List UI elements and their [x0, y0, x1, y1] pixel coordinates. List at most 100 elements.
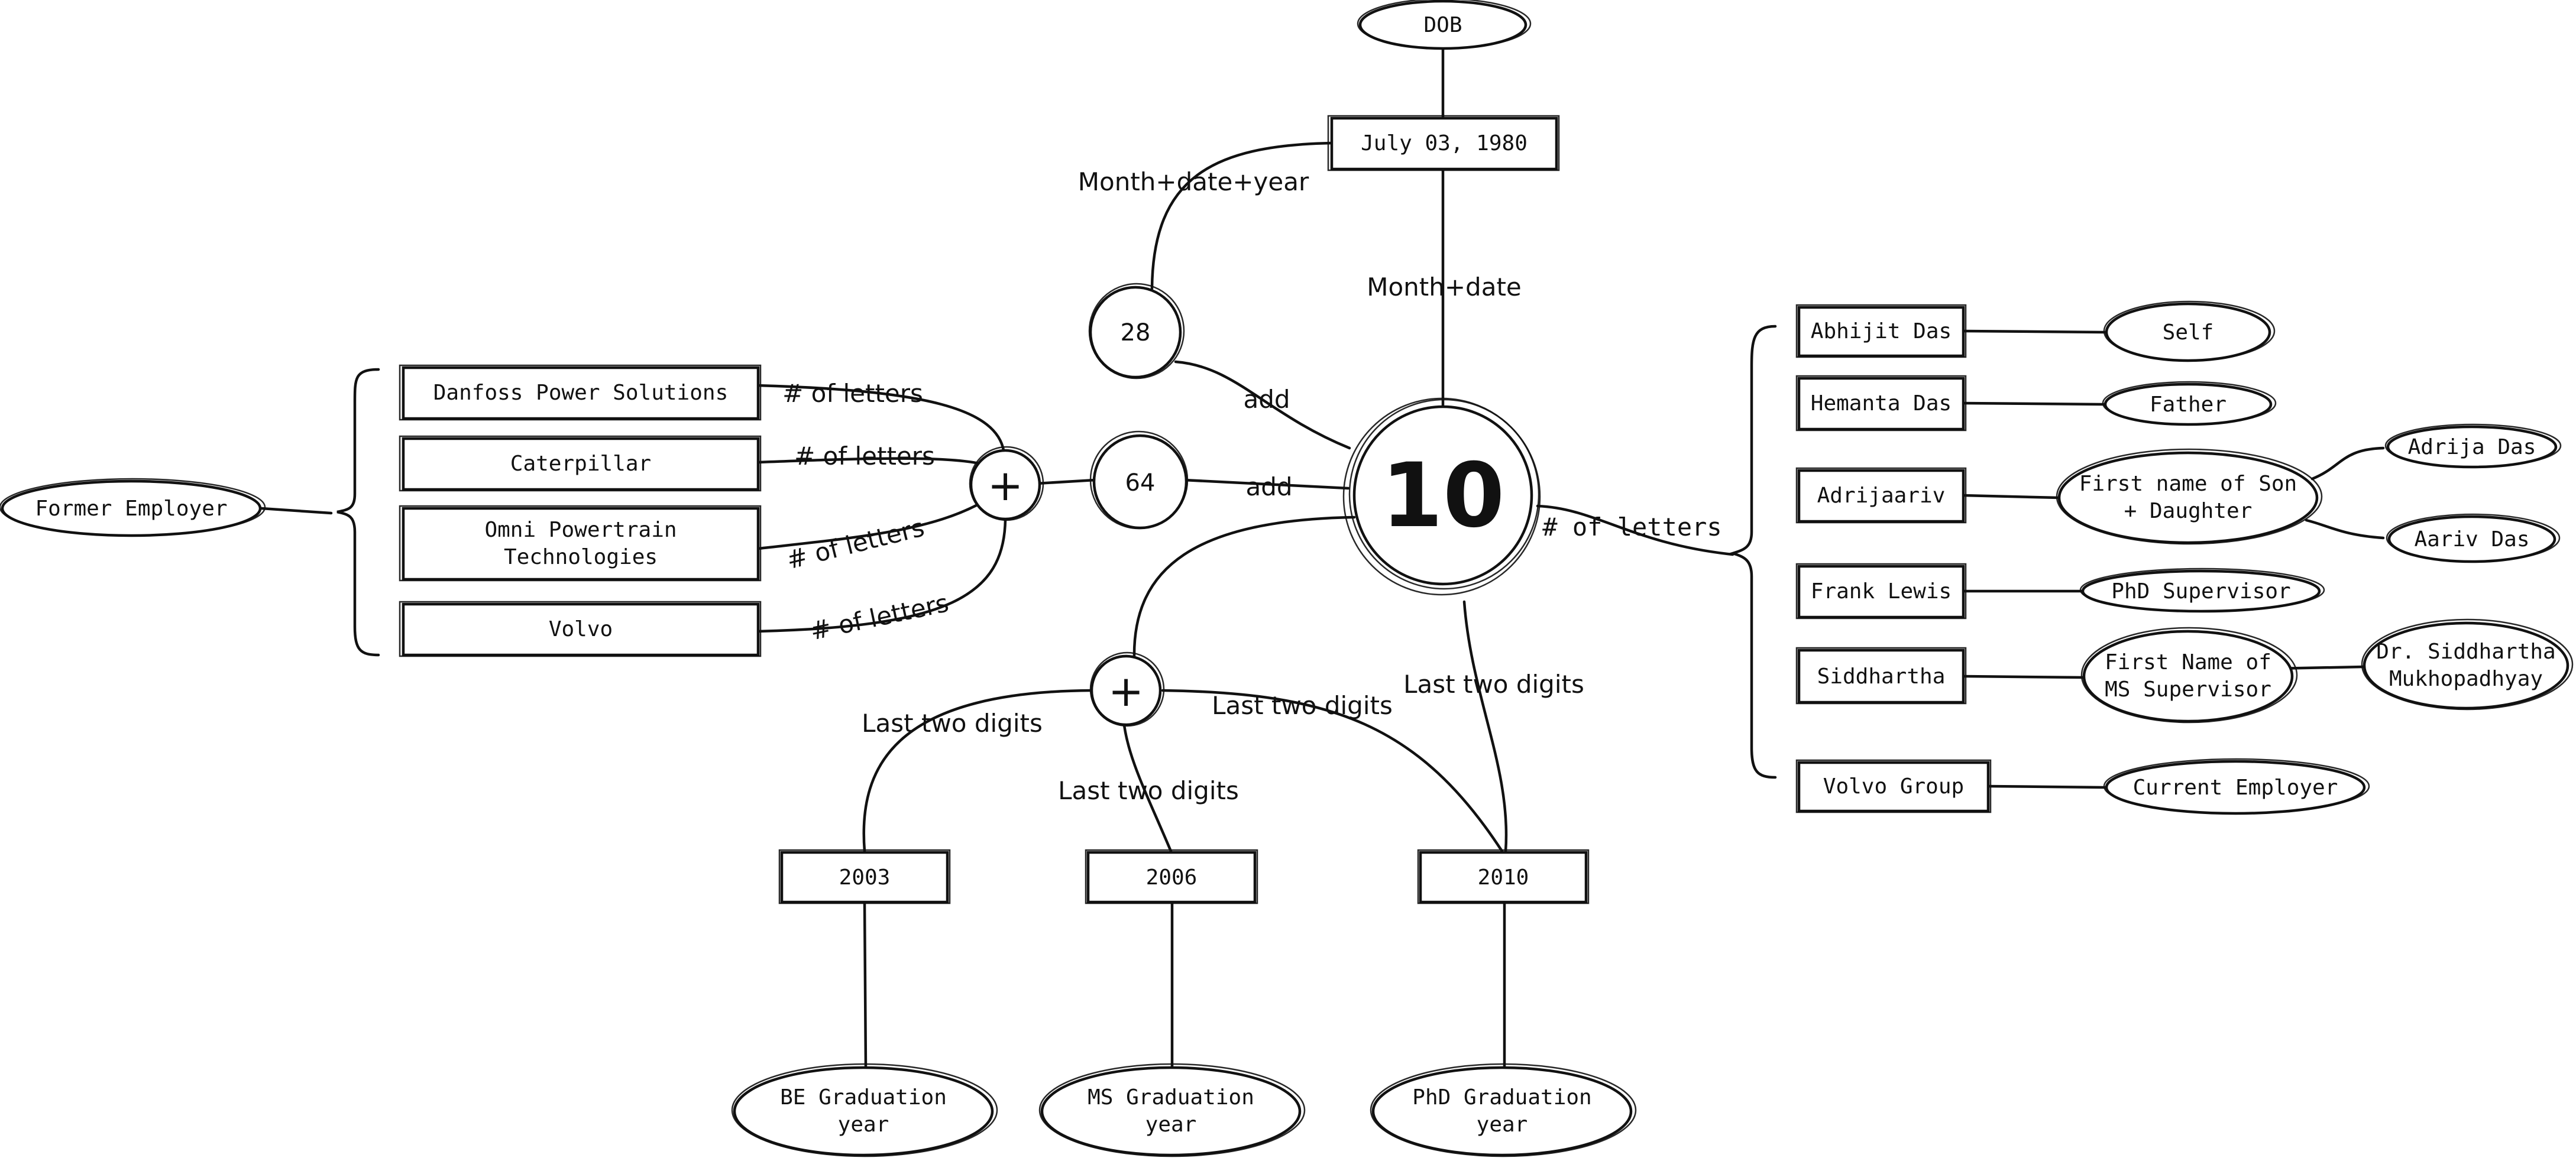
- node-relation-father[interactable]: Father: [2102, 381, 2277, 426]
- node-dob-label: DOB: [1423, 13, 1462, 37]
- node-child-siddhartha-full[interactable]: Dr. Siddhartha Mukhopadhyay: [2361, 618, 2574, 711]
- node-child-aariv[interactable]: Aariv Das: [2386, 513, 2561, 563]
- node-name-volvo-group-label: Volvo Group: [1823, 774, 1964, 799]
- node-relation-ms-supervisor-label: First Name of MS Supervisor: [2105, 650, 2271, 702]
- node-name-hemanta[interactable]: Hemanta Das: [1795, 375, 1967, 432]
- node-employer-volvo-label: Volvo: [549, 617, 613, 641]
- node-employer-volvo[interactable]: Volvo: [399, 601, 762, 657]
- edge-label-last-two-center: Last two digits: [1403, 670, 1584, 699]
- node-graduation-plus[interactable]: +: [1089, 651, 1165, 727]
- node-former-employer-label: Former Employer: [35, 497, 227, 521]
- node-sum-28[interactable]: 28: [1088, 283, 1185, 380]
- node-employers-plus-label: +: [988, 460, 1023, 510]
- edge-siddhartha-ms: [1962, 674, 2085, 679]
- employers-brace: [336, 368, 380, 657]
- edge-label-last-two-2010: Last two digits: [1212, 691, 1393, 720]
- node-name-volvo-group[interactable]: Volvo Group: [1795, 759, 1992, 813]
- node-relation-son-daughter[interactable]: First name of Son + Daughter: [2056, 448, 2323, 545]
- node-center-value: 10: [1381, 445, 1505, 547]
- node-relation-father-label: Father: [2150, 393, 2227, 417]
- node-be-graduation[interactable]: BE Graduation year: [731, 1063, 998, 1157]
- edge-labels: Month+date+year Month+date add add # of …: [782, 167, 1722, 805]
- node-relation-phd-supervisor-label: PhD Supervisor: [2111, 579, 2290, 604]
- node-name-siddhartha[interactable]: Siddhartha: [1795, 647, 1967, 705]
- node-center[interactable]: 10: [1342, 397, 1541, 596]
- edge-label-letters-danfoss: # of letters: [782, 379, 923, 408]
- node-employer-danfoss[interactable]: Danfoss Power Solutions: [399, 364, 762, 421]
- node-year-2010[interactable]: 2010: [1417, 849, 1590, 904]
- node-employer-omni-label: Omni Powertrain Technologies: [484, 518, 677, 569]
- node-name-adrijaariv[interactable]: Adrijaariv: [1795, 467, 1967, 524]
- edge-plus-to-2006: [1122, 718, 1173, 853]
- edge-plus-to-64: [1034, 478, 1097, 485]
- edge-adrijaariv-son-daughter: [1962, 494, 2061, 500]
- edge-2003-to-be: [863, 901, 868, 1071]
- edge-label-month-date: Month+date: [1367, 273, 1522, 301]
- node-child-siddhartha-full-label: Dr. Siddhartha Mukhopadhyay: [2376, 640, 2556, 691]
- node-name-frank-label: Frank Lewis: [1811, 579, 1952, 604]
- node-child-aariv-label: Aariv Das: [2414, 527, 2529, 552]
- node-relation-current-employer-label: Current Employer: [2133, 776, 2338, 800]
- edge-abhijit-self: [1962, 329, 2108, 334]
- node-be-graduation-label: BE Graduation year: [780, 1085, 947, 1137]
- node-employers-plus[interactable]: +: [969, 446, 1044, 521]
- node-name-hemanta-label: Hemanta Das: [1811, 391, 1952, 416]
- edge-date-to-28: [1150, 141, 1334, 290]
- node-name-adrijaariv-label: Adrijaariv: [1817, 484, 1946, 508]
- node-name-abhijit[interactable]: Abhijit Das: [1795, 304, 1967, 358]
- node-graduation-plus-label: +: [1108, 666, 1144, 716]
- node-year-2010-label: 2010: [1478, 865, 1529, 890]
- node-year-2006[interactable]: 2006: [1085, 849, 1258, 904]
- node-employer-danfoss-label: Danfoss Power Solutions: [433, 381, 729, 405]
- node-phd-graduation-label: PhD Graduation year: [1412, 1085, 1592, 1137]
- edge-hemanta-father: [1962, 401, 2107, 406]
- edge-label-letters-names: # of letters: [1542, 513, 1721, 541]
- node-relation-self[interactable]: Self: [2103, 300, 2276, 362]
- edge-son-daughter-adrija: [2310, 446, 2385, 481]
- node-former-employer[interactable]: Former Employer: [0, 478, 266, 537]
- edge-plus-to-2010: [1161, 689, 1504, 853]
- node-dob[interactable]: DOB: [1357, 0, 1532, 50]
- node-child-adrija[interactable]: Adrija Das: [2384, 423, 2562, 469]
- edge-label-last-two-2006: Last two digits: [1058, 776, 1239, 805]
- edge-label-last-two-2003: Last two digits: [862, 709, 1043, 738]
- node-relation-phd-supervisor[interactable]: PhD Supervisor: [2079, 567, 2325, 613]
- node-sum-64[interactable]: 64: [1089, 430, 1189, 530]
- node-sum-64-label: 64: [1125, 469, 1156, 497]
- edge-volvogroup-employer: [1986, 784, 2108, 789]
- names-brace: [1728, 325, 1777, 779]
- edge-center-to-grad-plus: [1132, 515, 1356, 659]
- node-employer-caterpillar[interactable]: Caterpillar: [399, 435, 762, 492]
- edge-28-to-center: [1174, 360, 1351, 450]
- node-ms-graduation-label: MS Graduation year: [1088, 1085, 1254, 1137]
- node-name-frank[interactable]: Frank Lewis: [1795, 563, 1967, 620]
- edge-volvo-to-plus: [756, 515, 1007, 633]
- edge-center-to-2010: [1462, 600, 1508, 853]
- node-year-2006-label: 2006: [1146, 865, 1198, 890]
- node-year-2003[interactable]: 2003: [778, 849, 951, 904]
- node-ms-graduation[interactable]: MS Graduation year: [1038, 1063, 1306, 1157]
- node-employer-omni[interactable]: Omni Powertrain Technologies: [399, 505, 762, 582]
- node-relation-current-employer[interactable]: Current Employer: [2103, 758, 2370, 815]
- edge-danfoss-to-plus: [755, 384, 1006, 456]
- edge-64-to-center: [1182, 478, 1350, 490]
- node-employer-caterpillar-label: Caterpillar: [510, 452, 651, 476]
- edge-center-to-names: [1536, 504, 1734, 556]
- edges: [260, 47, 2385, 1071]
- edge-label-letters-omni: # of letters: [784, 513, 927, 575]
- edge-plus-to-2003: [862, 689, 1093, 853]
- node-phd-graduation[interactable]: PhD Graduation year: [1370, 1063, 1637, 1157]
- edge-son-daughter-aariv: [2305, 518, 2385, 540]
- node-birth-date-label: July 03, 1980: [1361, 131, 1528, 155]
- node-relation-self-label: Self: [2163, 320, 2214, 345]
- node-birth-date[interactable]: July 03, 1980: [1327, 115, 1560, 171]
- node-name-abhijit-label: Abhijit Das: [1811, 319, 1952, 343]
- edge-caterpillar-to-plus: [756, 457, 983, 466]
- edge-label-letters-caterpillar: # of letters: [794, 442, 935, 471]
- node-relation-son-daughter-label: First name of Son + Daughter: [2079, 472, 2297, 523]
- edge-omni-to-plus: [756, 501, 983, 550]
- node-relation-ms-supervisor[interactable]: First Name of MS Supervisor: [2080, 627, 2298, 724]
- node-year-2003-label: 2003: [839, 865, 891, 890]
- node-name-siddhartha-label: Siddhartha: [1817, 664, 1946, 689]
